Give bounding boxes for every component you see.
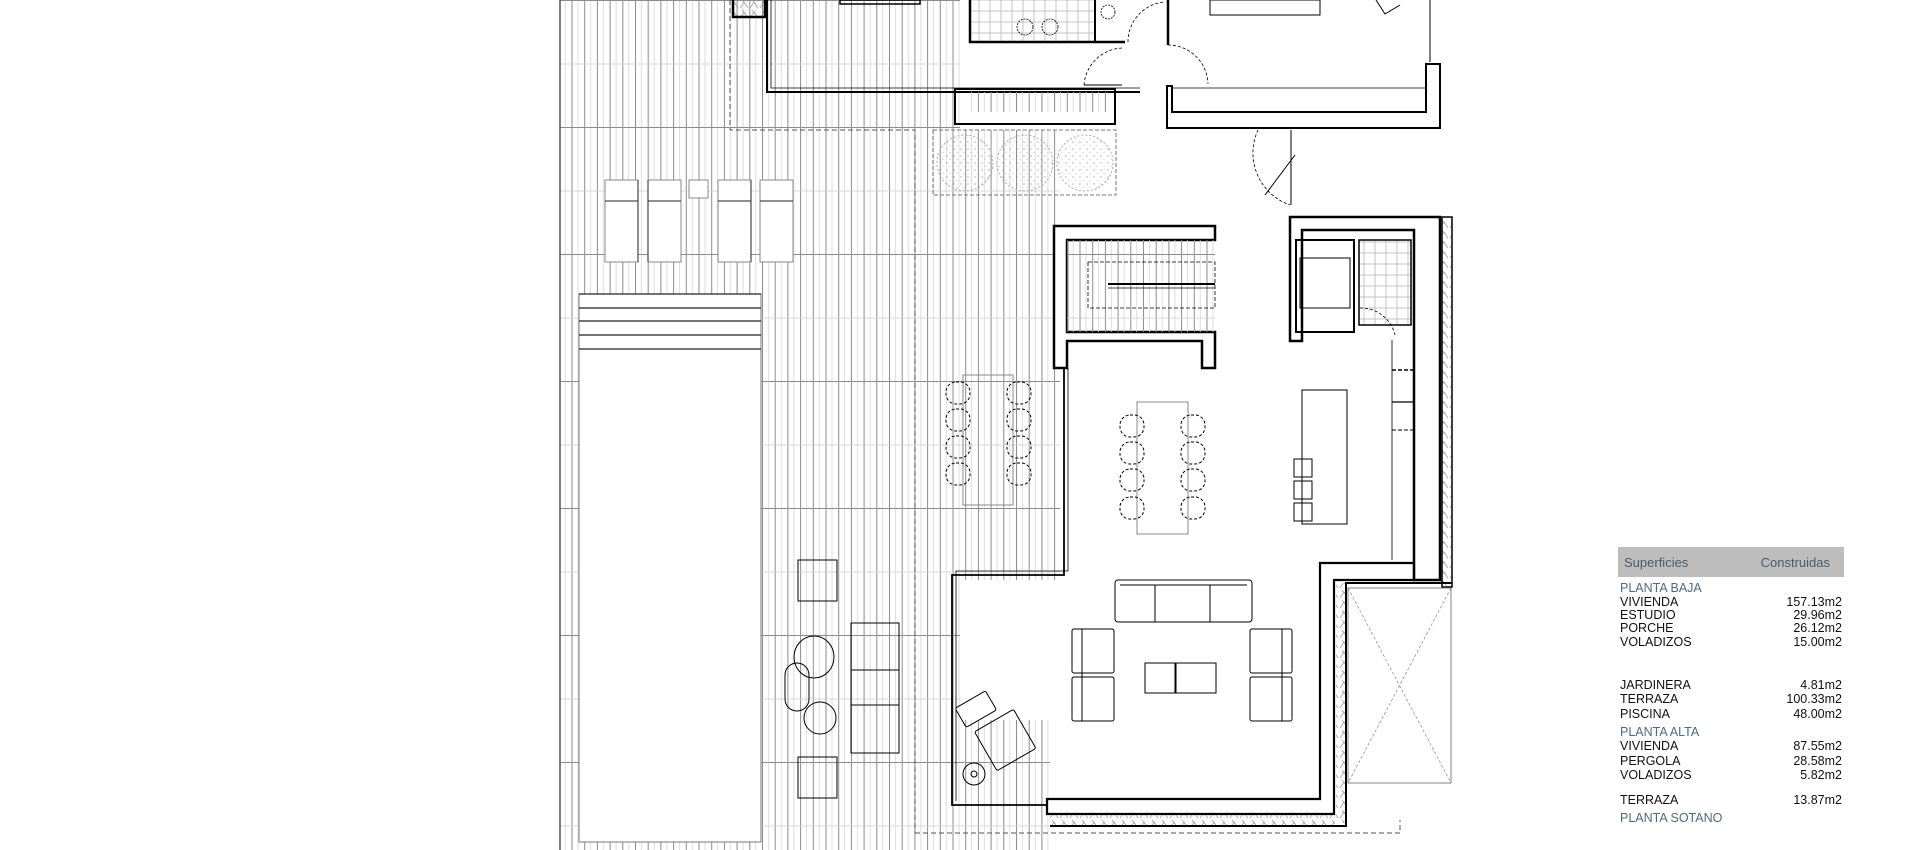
living-room-furniture <box>955 579 1293 786</box>
upper-rooms <box>731 0 1441 206</box>
pool <box>578 293 762 843</box>
header-construidas: Construidas <box>1760 554 1830 570</box>
section-planta-sotano: PLANTA SOTANO <box>1620 811 1723 825</box>
sun-loungers <box>604 179 794 263</box>
kitchen-island <box>1293 389 1348 525</box>
planter <box>932 129 1117 196</box>
terrace-lounge <box>784 559 900 799</box>
lift-utility <box>1288 215 1453 588</box>
outdoor-dining-table <box>945 374 1032 506</box>
surfaces-table-header: Superficies Construidas <box>1618 547 1844 577</box>
living-area-walls <box>951 368 1452 827</box>
staircase <box>1052 224 1217 370</box>
section-planta-alta: PLANTA ALTA <box>1620 725 1700 739</box>
section-planta-baja: PLANTA BAJA <box>1620 581 1702 595</box>
surfaces-table: Superficies Construidas PLANTA BAJA VIVI… <box>1618 547 1844 825</box>
indoor-dining-table <box>1119 401 1206 535</box>
header-superficies: Superficies <box>1624 554 1689 570</box>
pergola-outline <box>729 0 1401 834</box>
